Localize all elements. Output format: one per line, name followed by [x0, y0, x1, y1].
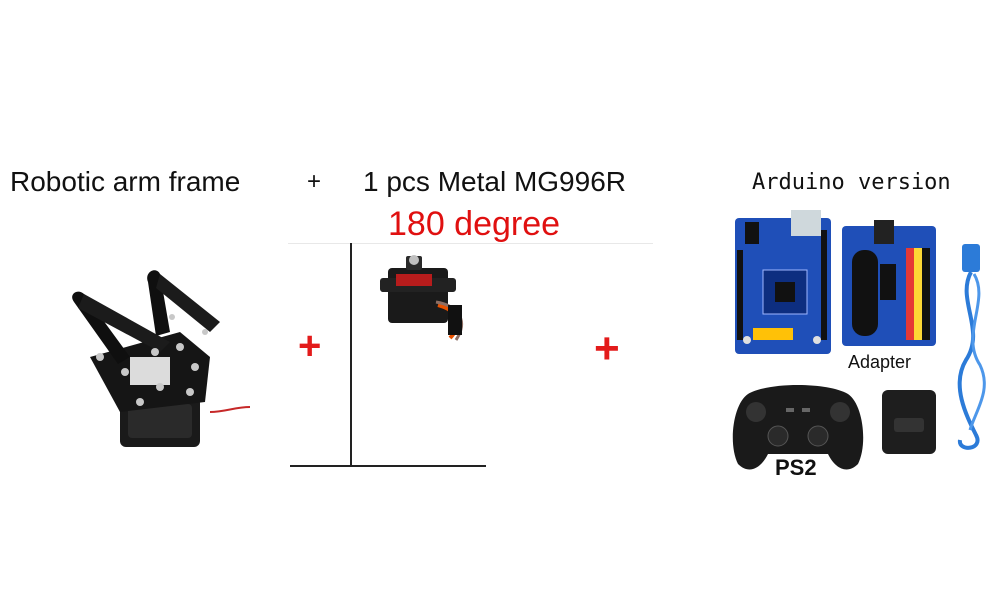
ps2-label: PS2 — [775, 455, 817, 480]
servo-box-divider — [350, 243, 352, 467]
arduino-board-image — [735, 210, 831, 354]
servo-title: 1 pcs Metal MG996R — [363, 166, 626, 197]
servo-motor-image — [380, 255, 463, 341]
plus-sign-header: + — [307, 168, 322, 195]
usb-cable-image — [957, 244, 986, 450]
adapter-label: Adapter — [848, 352, 912, 372]
ps2-controller-image — [732, 385, 864, 470]
servo-angle: 180 degree — [388, 205, 561, 243]
servo-box-bottom-line — [290, 465, 486, 467]
ps2-receiver-image — [882, 390, 936, 454]
robotic-arm-frame-image — [72, 270, 251, 447]
plus-inside-box: + — [298, 324, 322, 368]
servo-box-top-line — [288, 243, 653, 244]
plus-between: + — [594, 324, 620, 373]
adapter-board-image — [842, 220, 936, 346]
arduino-title: Arduino version — [752, 170, 951, 195]
frame-title: Robotic arm frame — [10, 166, 241, 197]
